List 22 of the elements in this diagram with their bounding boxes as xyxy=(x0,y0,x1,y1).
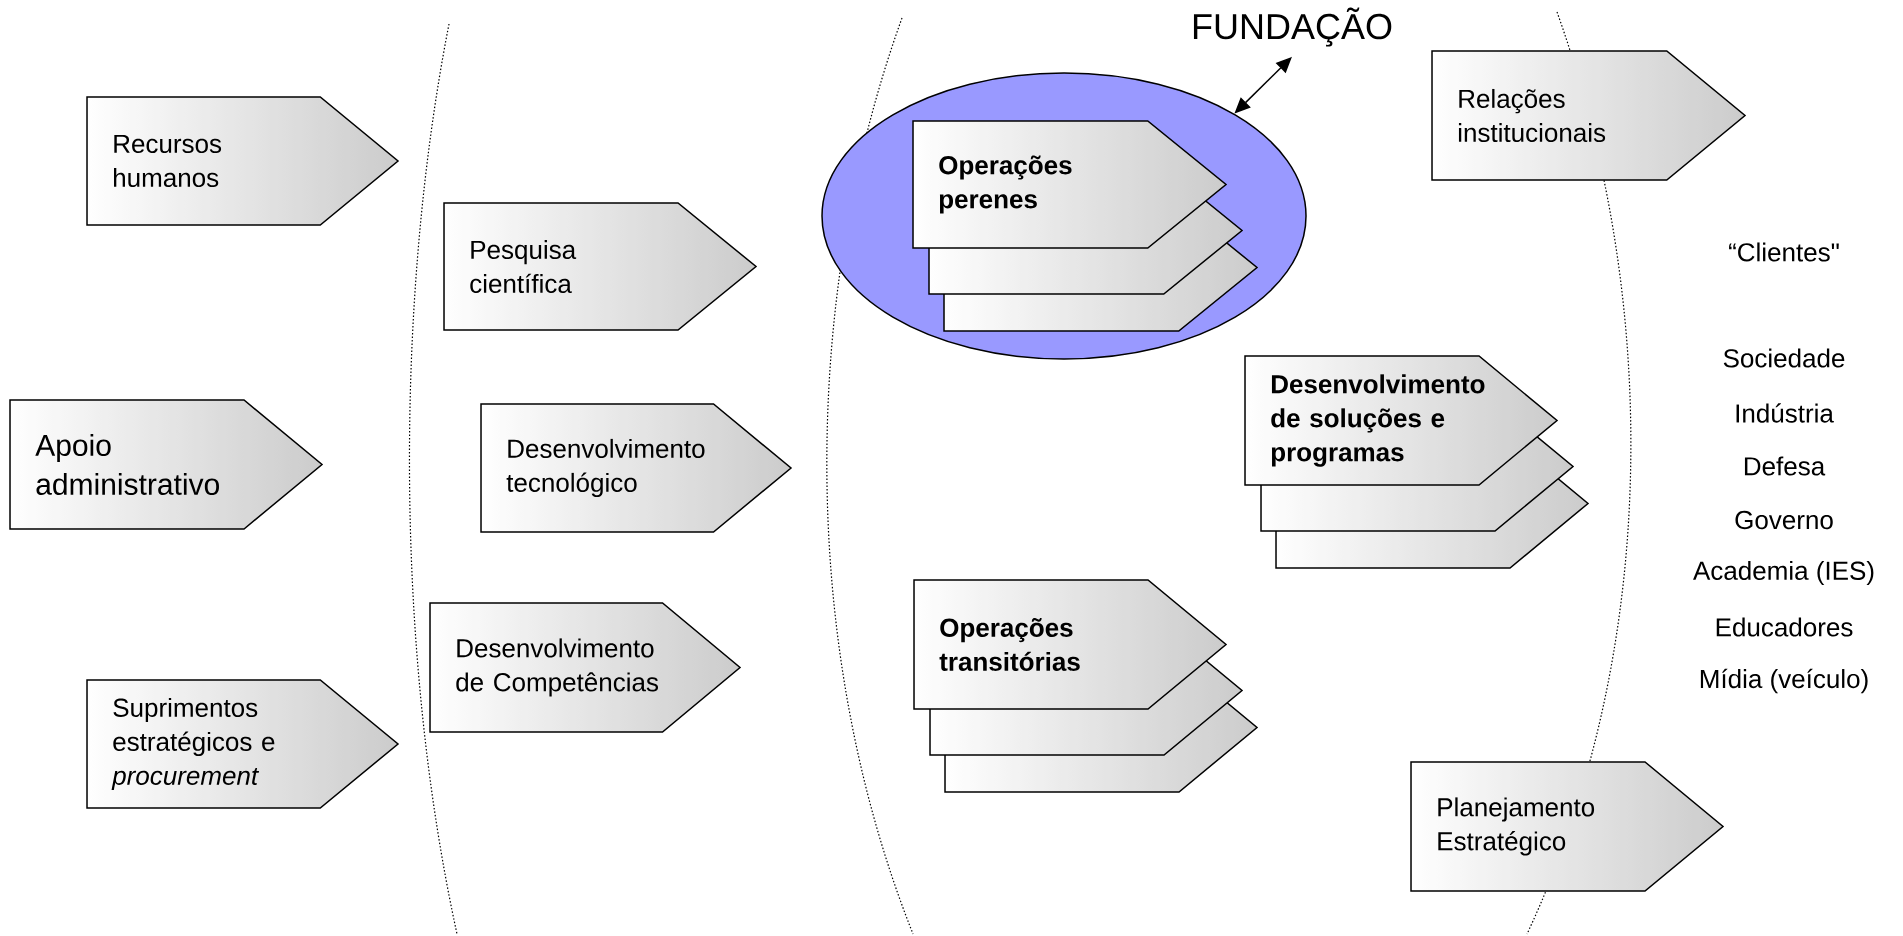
list-item: Governo xyxy=(1735,510,1833,530)
list-item: Sociedade xyxy=(1723,348,1845,368)
list-item: Indústria xyxy=(1736,403,1834,423)
stacked-arrow-box: Operações perenes xyxy=(912,120,1259,332)
arrow-box: Desenvolvimento de Competências xyxy=(429,602,742,733)
node-label: Operações xyxy=(939,155,1072,180)
list-item: Mídia (veículo) xyxy=(1700,668,1868,694)
heading-text: FUNDAÇÃO xyxy=(1193,7,1392,47)
stacked-arrow-box: Desenvolvimento de soluções e programas xyxy=(1244,355,1590,569)
arrow-box: Desenvolvimento tecnológico xyxy=(480,403,793,533)
list-item: Academia (IES) xyxy=(1693,560,1874,586)
list-item: Defesa xyxy=(1744,456,1826,476)
node-label: Operações xyxy=(940,618,1073,643)
arrow-box: Apoio administrativo xyxy=(9,399,324,530)
arrow-box: Relações institucionais xyxy=(1431,50,1747,181)
list-item: Educadores xyxy=(1716,617,1853,637)
arrow-box: Suprimentos estratégicos e procurement xyxy=(86,679,400,809)
heading-text: “Clientes" xyxy=(1729,242,1839,262)
arrow-box: Planejamento Estratégico xyxy=(1410,761,1725,892)
stacked-arrow-box: Operações transitórias xyxy=(913,579,1259,793)
arrow-box: Pesquisa científica xyxy=(443,202,758,331)
arrow-box: Recursos humanos xyxy=(86,96,400,226)
